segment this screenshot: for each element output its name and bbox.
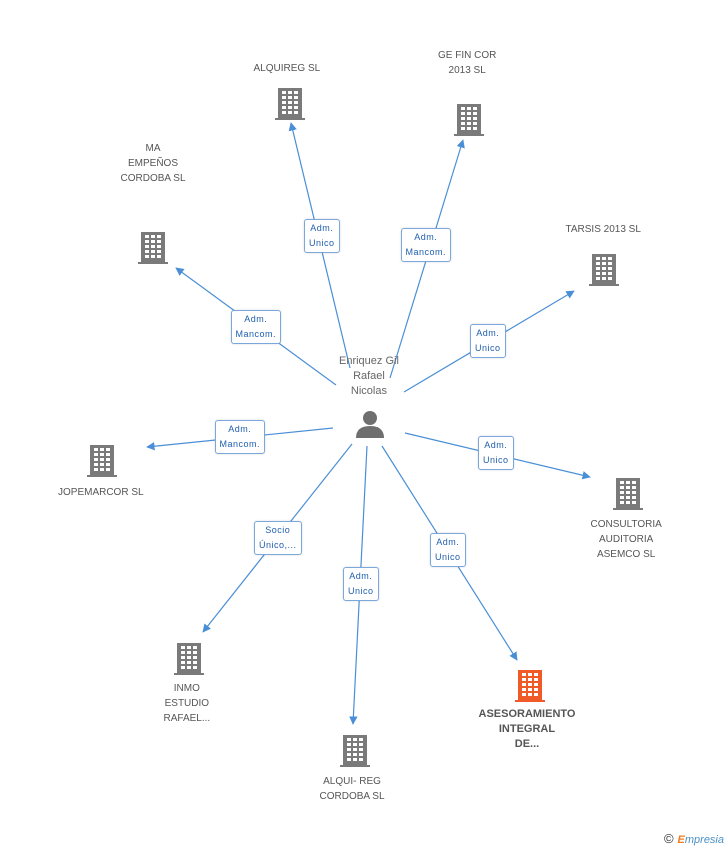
building-icon[interactable]: [454, 104, 484, 136]
building-icon[interactable]: [87, 445, 117, 477]
role-label-jopemarcor[interactable]: Adm. Mancom.: [214, 420, 266, 454]
company-label-asesoramiento: ASESORAMIENTO INTEGRAL DE...: [478, 708, 576, 750]
building-icon[interactable]: [589, 254, 619, 286]
role-label-gefincor[interactable]: Adm. Mancom.: [400, 228, 452, 262]
company-label-maempenos: MA EMPEÑOS CORDOBA SL: [120, 143, 186, 184]
building-icon[interactable]: [613, 478, 643, 510]
copyright-symbol: ©: [663, 831, 674, 846]
role-label-tarsis[interactable]: Adm. Unico: [470, 324, 506, 358]
company-label-consultoria: CONSULTORIA AUDITORIA ASEMCO SL: [590, 519, 662, 560]
role-label-asesoramiento[interactable]: Adm. Unico: [430, 533, 466, 567]
person-icon[interactable]: [356, 411, 384, 438]
brand-rest: mpresia: [684, 834, 724, 846]
company-label-alquireg2: ALQUI- REG CORDOBA SL: [319, 776, 385, 802]
company-label-gefincor: GE FIN COR 2013 SL: [438, 50, 497, 76]
company-label-alquireg: ALQUIREG SL: [253, 63, 321, 74]
role-label-inmo[interactable]: Socio Único,...: [254, 521, 302, 555]
company-label-jopemarcor: JOPEMARCOR SL: [58, 487, 144, 498]
building-icon[interactable]: [340, 735, 370, 767]
role-label-consultoria[interactable]: Adm. Unico: [478, 436, 514, 470]
building-icon[interactable]: [515, 670, 545, 702]
role-label-alquireg2[interactable]: Adm. Unico: [343, 567, 379, 601]
company-label-inmo: INMO ESTUDIO RAFAEL...: [163, 683, 211, 724]
building-icon[interactable]: [275, 88, 305, 120]
role-label-alquireg[interactable]: Adm. Unico: [304, 219, 340, 253]
building-icon[interactable]: [138, 232, 168, 264]
footer-brand: ©Empresia: [664, 831, 724, 846]
company-label-tarsis: TARSIS 2013 SL: [565, 224, 641, 235]
role-label-maempenos[interactable]: Adm. Mancom.: [230, 310, 282, 344]
brand-e: E: [677, 834, 685, 846]
building-icon[interactable]: [174, 643, 204, 675]
center-person-name: Enriquez Gil Rafael Nicolas: [339, 355, 399, 397]
